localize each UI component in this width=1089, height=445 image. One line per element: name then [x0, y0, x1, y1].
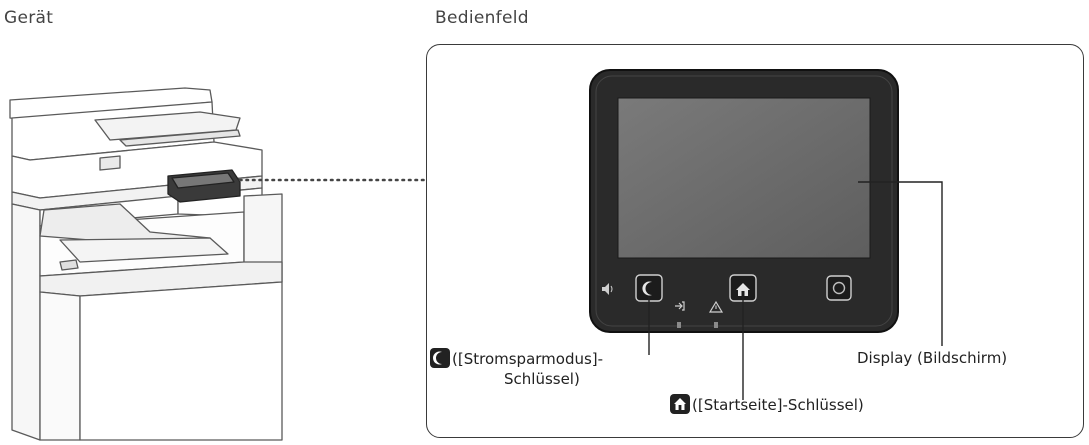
callout-energy-saver: ([Stromsparmodus]- Schlüssel) — [430, 348, 603, 389]
panel-heading: Bedienfeld — [435, 8, 529, 28]
callout-energy-saver-line1: ([Stromsparmodus]- — [452, 350, 604, 368]
callout-home-key: ([Startseite]-Schlüssel) — [670, 394, 864, 415]
display-screen — [617, 97, 871, 259]
moon-icon — [642, 281, 652, 296]
home-icon — [736, 283, 750, 296]
callout-display: Display (Bildschirm) — [857, 349, 1008, 367]
leader-display — [858, 181, 943, 346]
callout-energy-saver-line2: Schlüssel) — [504, 370, 580, 388]
speaker-icon — [602, 283, 613, 295]
warning-triangle-icon — [708, 300, 724, 313]
device-heading: Gerät — [4, 8, 54, 28]
control-panel — [589, 69, 899, 333]
leader-lines — [648, 181, 943, 400]
callout-home-key-label: ([Startseite]-Schlüssel) — [692, 396, 864, 414]
moon-icon — [430, 348, 450, 368]
power-icon — [832, 281, 846, 295]
panel-frame — [426, 44, 1084, 438]
power-key[interactable] — [826, 275, 852, 301]
printer-illustration — [9, 87, 283, 441]
home-icon — [670, 394, 690, 414]
data-arrow-icon — [675, 301, 685, 311]
energy-saver-key[interactable] — [635, 274, 663, 302]
